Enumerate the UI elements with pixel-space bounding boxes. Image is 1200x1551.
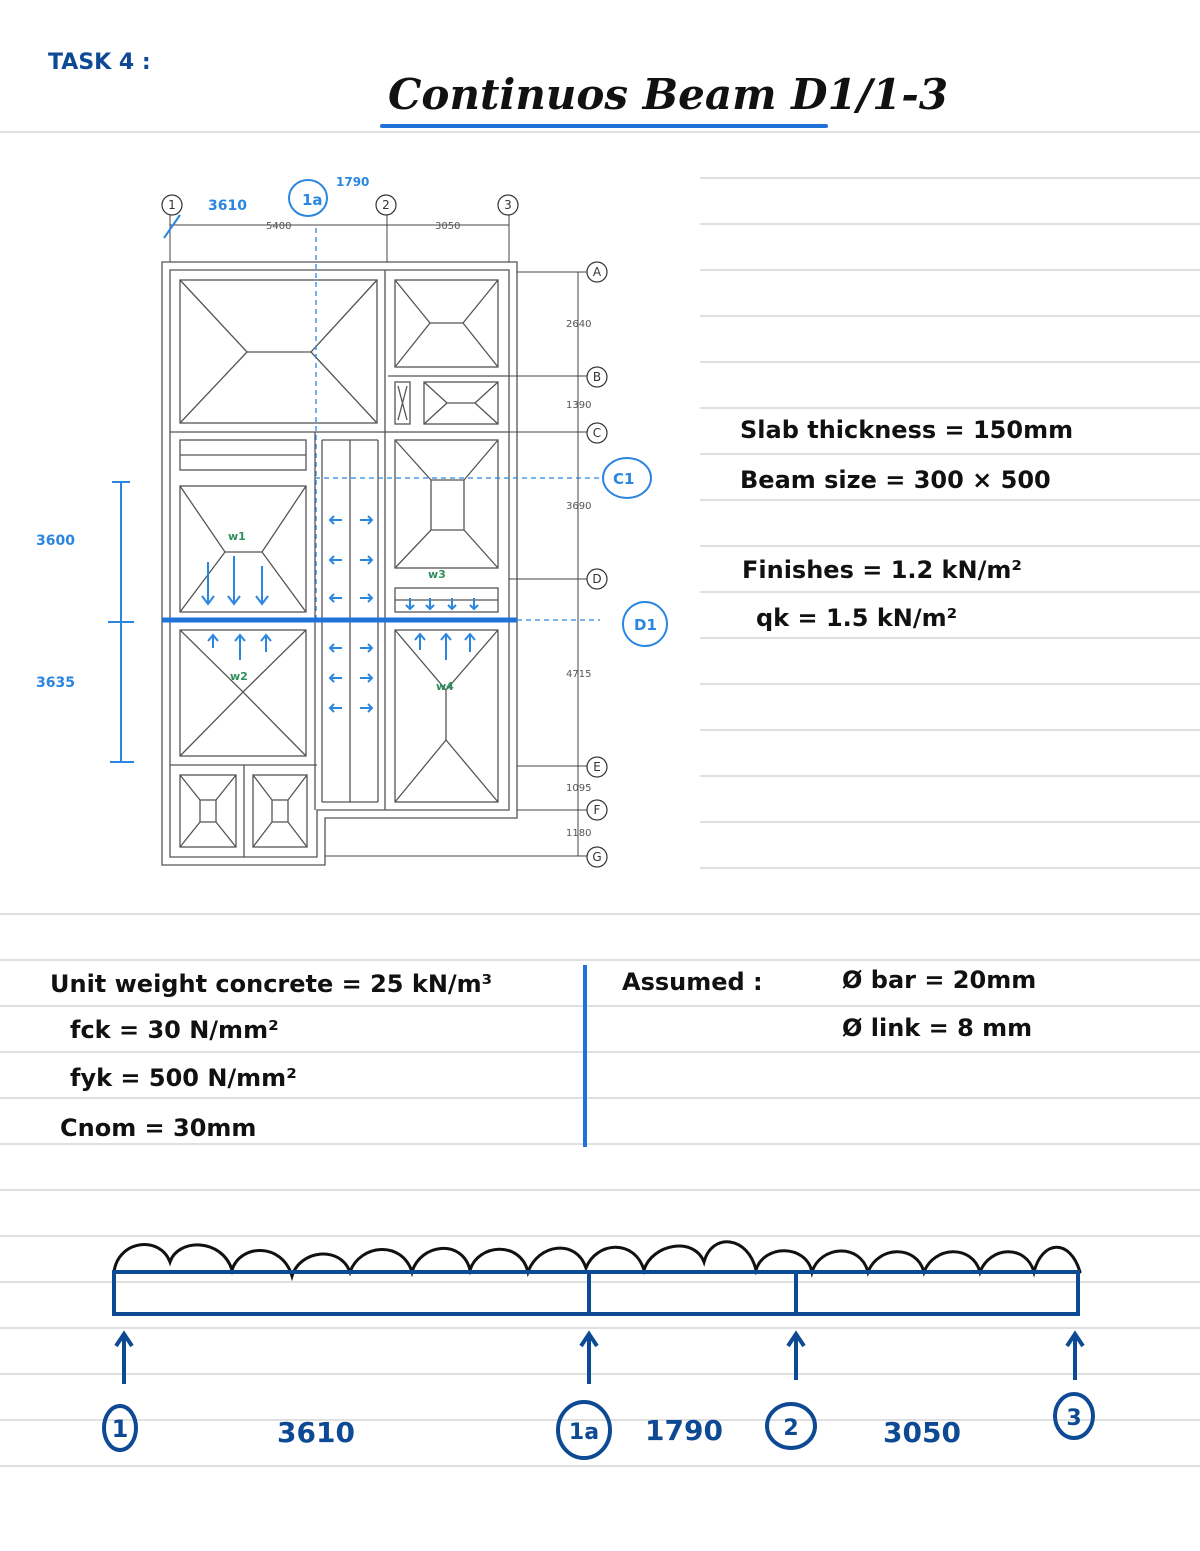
beam-size: Beam size = 300 × 500 bbox=[740, 466, 1051, 494]
grid-a: A bbox=[593, 265, 602, 279]
bar-diameter: Ø bar = 20mm bbox=[842, 966, 1037, 994]
load-w2: w2 bbox=[230, 670, 248, 683]
fck: fck = 30 N/mm² bbox=[70, 1016, 279, 1044]
dim-1180: 1180 bbox=[566, 828, 591, 839]
load-w4: w4 bbox=[436, 680, 454, 693]
load-w1: w1 bbox=[228, 530, 246, 543]
floor-plan: 5400 3050 2640 1390 3690 4715 1095 1180 … bbox=[0, 160, 700, 880]
span-3050: 3050 bbox=[883, 1416, 961, 1449]
dim-4715: 4715 bbox=[566, 669, 591, 680]
grid-1: 1 bbox=[168, 198, 176, 212]
dim-1095: 1095 bbox=[566, 783, 591, 794]
grid-d: D bbox=[592, 572, 601, 586]
dim-3635: 3635 bbox=[36, 675, 75, 691]
grid-f: F bbox=[594, 803, 601, 817]
support-1a: 1a bbox=[569, 1420, 599, 1445]
grid-2: 2 bbox=[382, 198, 390, 212]
dim-3600: 3600 bbox=[36, 533, 75, 549]
unit-weight: Unit weight concrete = 25 kN/m³ bbox=[50, 970, 493, 998]
dim-5400: 5400 bbox=[266, 221, 291, 232]
cnom: Cnom = 30mm bbox=[60, 1114, 257, 1142]
dim-1390: 1390 bbox=[566, 400, 591, 411]
grid-d1: D1 bbox=[634, 616, 657, 634]
grid-b: B bbox=[593, 370, 601, 384]
page-title: Continuos Beam D1/1-3 bbox=[388, 70, 949, 119]
span-1790: 1790 bbox=[645, 1414, 723, 1447]
span-3610: 3610 bbox=[277, 1416, 355, 1449]
support-2: 2 bbox=[783, 1416, 798, 1441]
task-label: TASK 4 : bbox=[48, 50, 151, 75]
dim-3610: 3610 bbox=[208, 198, 247, 214]
grid-c: C bbox=[593, 426, 601, 440]
dim-2640: 2640 bbox=[566, 319, 591, 330]
link-diameter: Ø link = 8 mm bbox=[842, 1014, 1033, 1042]
support-3: 3 bbox=[1066, 1406, 1081, 1431]
grid-c1: C1 bbox=[613, 470, 634, 488]
grid-3: 3 bbox=[504, 198, 512, 212]
grid-1a: 1a bbox=[302, 191, 323, 209]
slab-thickness: Slab thickness = 150mm bbox=[740, 416, 1074, 444]
title-underline bbox=[380, 124, 828, 128]
grid-g: G bbox=[592, 850, 601, 864]
qk: qk = 1.5 kN/m² bbox=[756, 604, 958, 632]
dim-1790: 1790 bbox=[336, 175, 369, 189]
assumed-label: Assumed : bbox=[622, 968, 763, 996]
dim-3050: 3050 bbox=[435, 221, 460, 232]
finishes: Finishes = 1.2 kN/m² bbox=[742, 556, 1022, 584]
vertical-divider bbox=[583, 965, 587, 1147]
support-1: 1 bbox=[112, 1415, 129, 1443]
load-w3: w3 bbox=[428, 568, 446, 581]
beam-diagram: 1 1a 2 3 3610 1790 3050 bbox=[102, 1240, 1095, 1460]
dim-3690: 3690 bbox=[566, 501, 591, 512]
grid-e: E bbox=[593, 760, 601, 774]
fyk: fyk = 500 N/mm² bbox=[70, 1064, 297, 1092]
